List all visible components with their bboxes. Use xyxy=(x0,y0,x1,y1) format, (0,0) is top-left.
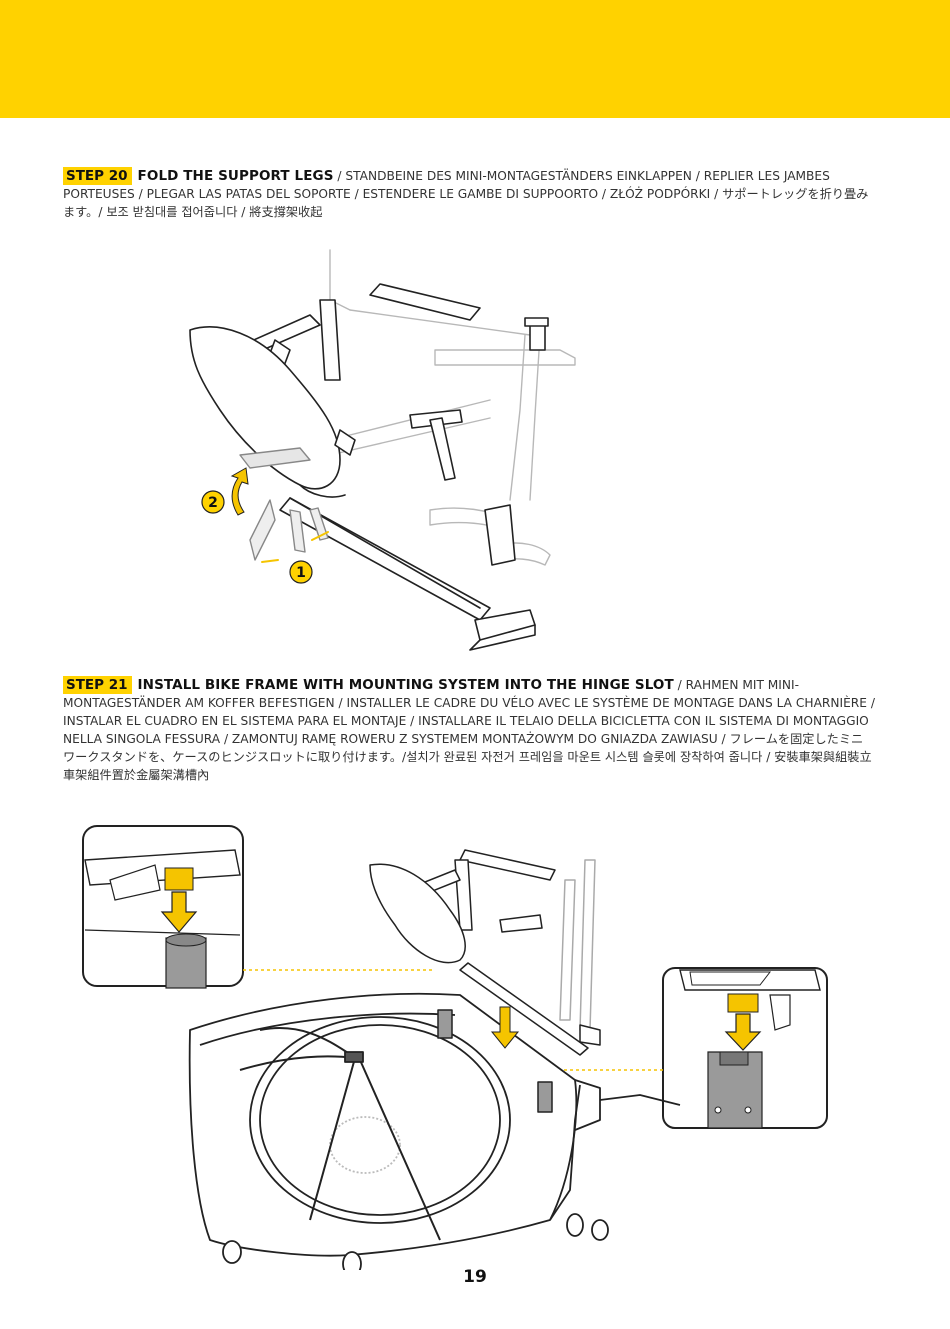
step-21-badge: STEP 21 xyxy=(63,676,132,694)
callout-2: 2 xyxy=(201,490,225,514)
callout-1: 1 xyxy=(289,560,313,584)
step-21-instructions: STEP 21 INSTALL BIKE FRAME WITH MOUNTING … xyxy=(63,676,878,784)
step-20-instructions: STEP 20 FOLD THE SUPPORT LEGS / STANDBEIN… xyxy=(63,167,878,221)
insert-arrow xyxy=(490,1006,520,1049)
frame-top-tube xyxy=(369,283,481,321)
step-20-title: FOLD THE SUPPORT LEGS xyxy=(137,168,334,184)
left-detail-inset xyxy=(82,825,244,989)
saddle xyxy=(189,326,341,490)
page-number: 19 xyxy=(463,1267,487,1287)
step-20-badge: STEP 20 xyxy=(63,167,132,185)
mount-rail xyxy=(279,497,491,621)
step-21-translations: / RAHMEN MIT MINI-MONTAGESTÄNDER AM KOFF… xyxy=(63,678,875,782)
svg-text:2: 2 xyxy=(208,495,218,511)
step-21-title: INSTALL BIKE FRAME WITH MOUNTING SYSTEM … xyxy=(137,677,674,693)
svg-text:1: 1 xyxy=(296,565,306,581)
fold-arrow xyxy=(230,467,249,516)
step-20-translations: / STANDBEINE DES MINI-MONTAGESTÄNDERS EI… xyxy=(63,169,869,219)
header-band xyxy=(0,0,950,118)
right-detail-inset xyxy=(662,967,828,1129)
step-21-illustration xyxy=(82,825,828,1270)
step-20-illustration: 2 1 xyxy=(189,249,576,651)
